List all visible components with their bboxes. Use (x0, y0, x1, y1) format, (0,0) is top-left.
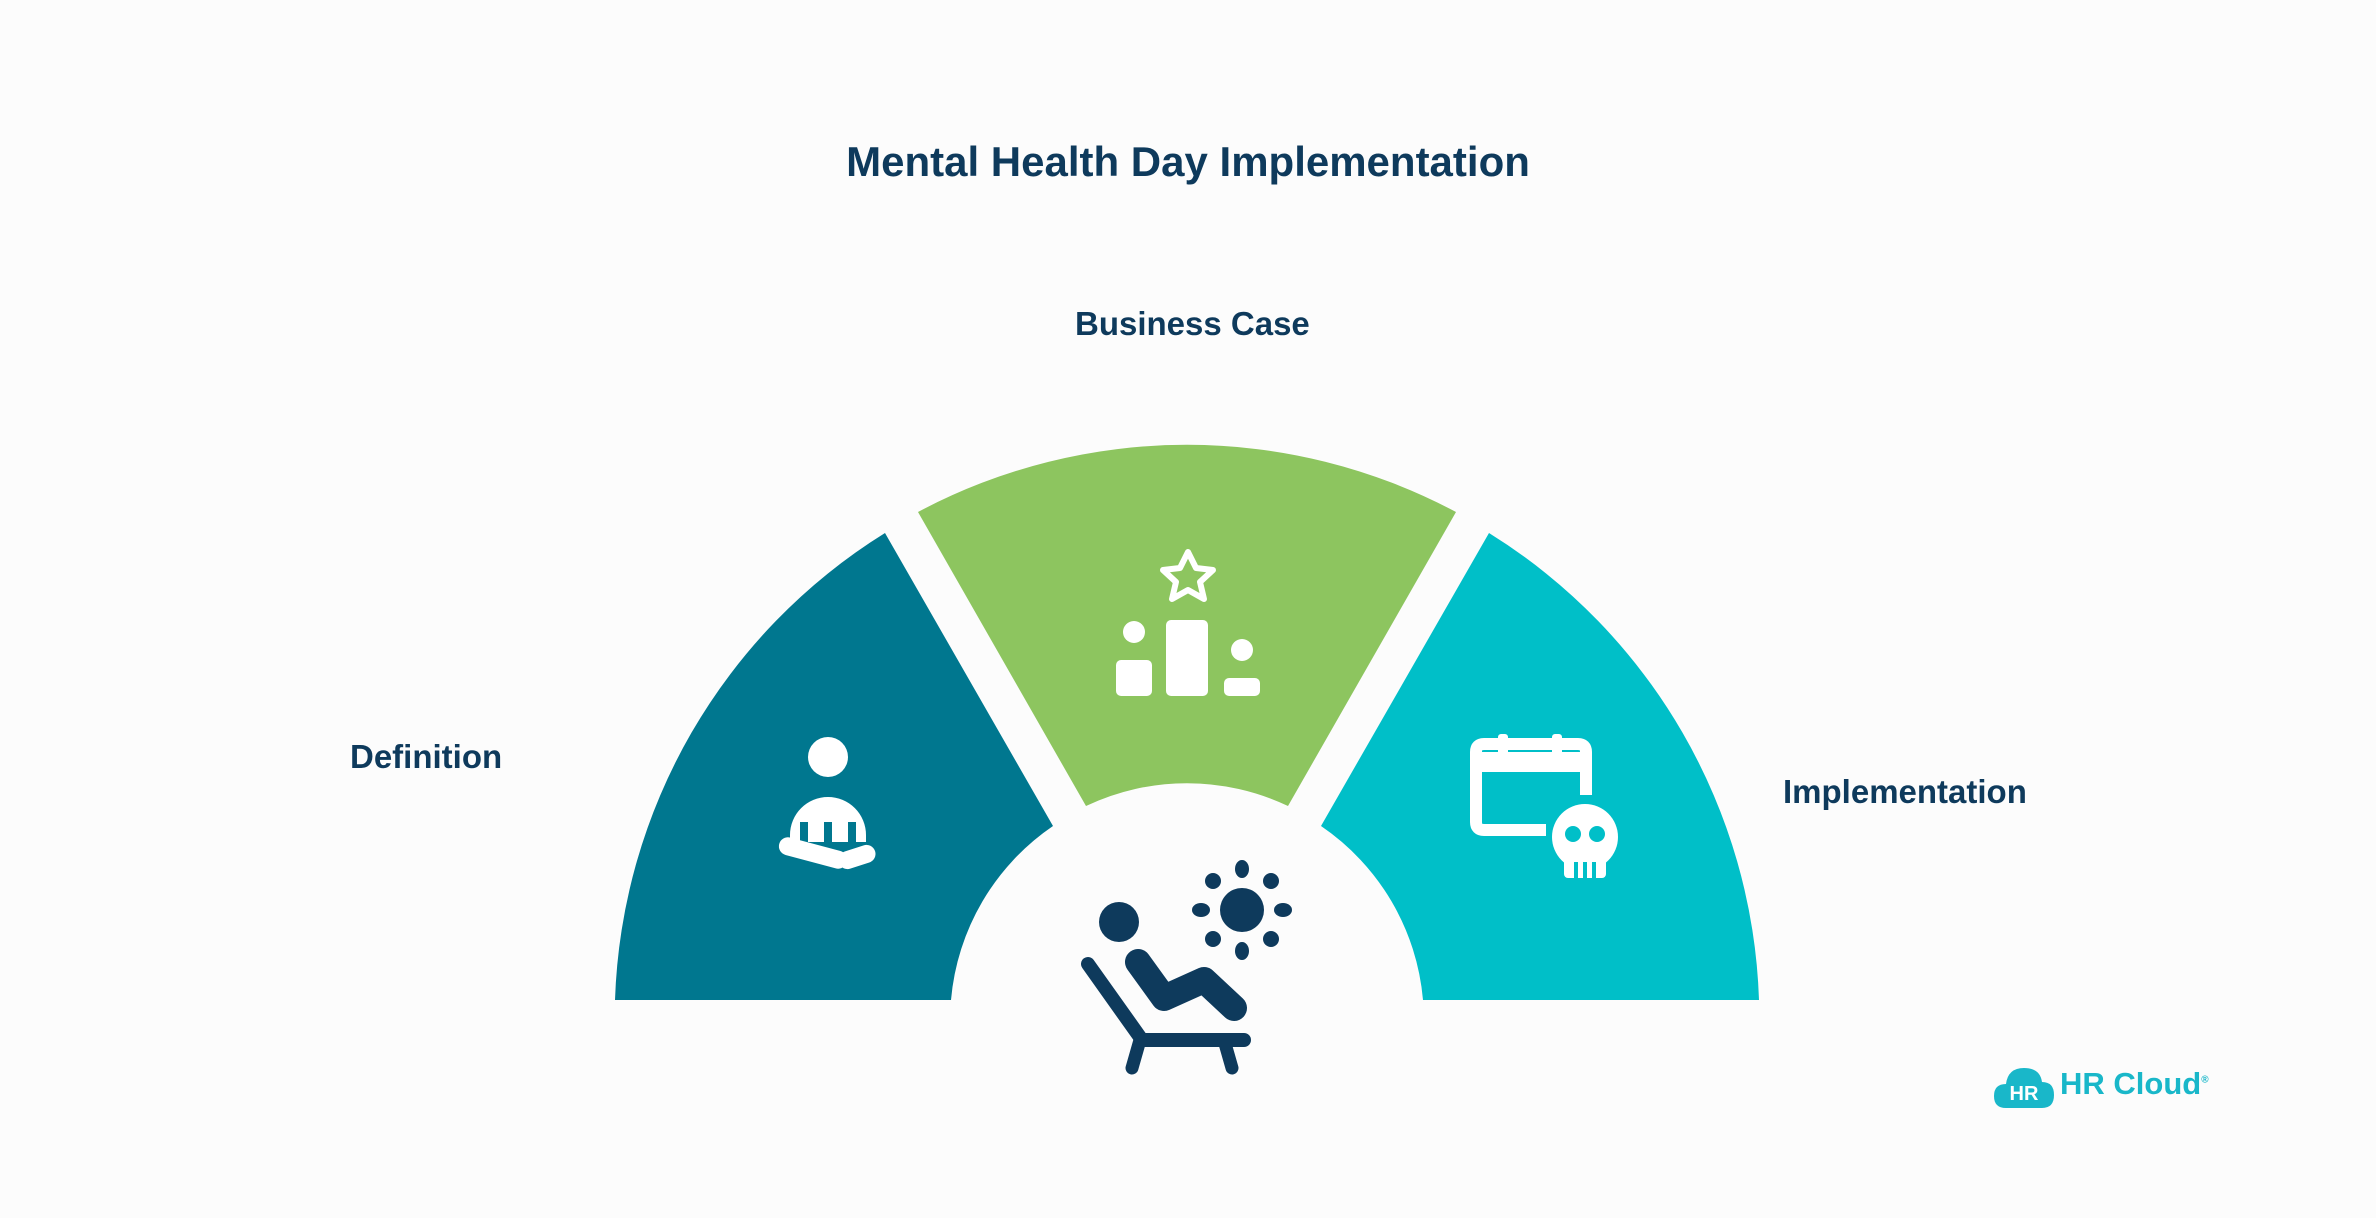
logo-registered-mark: ® (2201, 1074, 2209, 1086)
hr-cloud-logo: HR HR Cloud® (1992, 1056, 2212, 1116)
logo-name: HR Cloud (2060, 1066, 2202, 1101)
logo-badge-text: HR (2010, 1083, 2039, 1105)
logo-wordmark: HR Cloud® (2060, 1066, 2209, 1102)
meditation-person-icon (778, 737, 876, 870)
label-implementation: Implementation (1783, 773, 2027, 810)
calendar-skull-icon (1470, 734, 1618, 878)
label-business-case: Business Case (1075, 305, 1310, 342)
cloud-icon: HR (1994, 1068, 2054, 1108)
label-definition: Definition (350, 738, 503, 775)
podium-star-icon (1116, 549, 1260, 696)
page-title: Mental Health Day Implementation (846, 138, 1530, 185)
relaxing-lounge-chair-sun-icon (1081, 860, 1292, 1075)
